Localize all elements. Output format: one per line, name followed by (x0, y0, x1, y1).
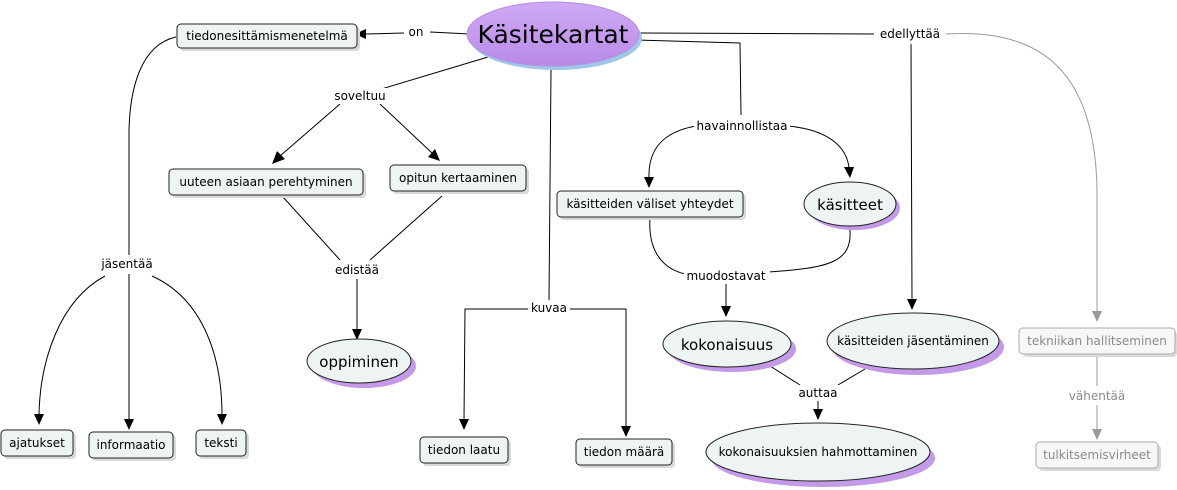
concept-tiedonesittamismenetelma[interactable]: tiedonesittämismenetelmä (176, 23, 360, 51)
line-havainnollistaa-to-kasitteet (787, 125, 850, 169)
line-opitun-to-edistaa (369, 195, 443, 261)
concept-label: oppiminen (319, 353, 398, 371)
arrowhead-icon (34, 414, 44, 425)
concept-tulkitsemisvirheet[interactable]: tulkitsemisvirheet (1035, 441, 1161, 471)
concept-label: informaatio (96, 438, 165, 452)
concept-label: uuteen asiaan perehtyminen (179, 175, 352, 189)
connections (34, 29, 1102, 440)
concept-kasitteet[interactable]: käsitteet (803, 181, 900, 230)
line-uuteen-to-edistaa (282, 196, 341, 261)
concept-tekniikan-hallitseminen[interactable]: tekniikan hallitseminen (1018, 327, 1177, 357)
link-labels: on soveltuu jäsentää edistää kuvaa havai… (94, 24, 1130, 404)
arrowhead-icon (721, 306, 731, 317)
line-kuvaa-to-tiedon-maara (570, 308, 627, 427)
link-label-jasentaa: jäsentää (100, 257, 152, 271)
concept-tiedon-laatu[interactable]: tiedon laatu (419, 436, 511, 466)
concept-kasitteiden-valiset-yhteydet[interactable]: käsitteiden väliset yhteydet (556, 190, 746, 220)
arrowhead-icon (124, 419, 134, 430)
concept-uuteen-asiaan-perehtyminen[interactable]: uuteen asiaan perehtyminen (168, 168, 366, 198)
arrowhead-icon (813, 409, 823, 420)
arrowhead-icon (844, 167, 854, 178)
link-label-kuvaa: kuvaa (531, 301, 567, 315)
arrowhead-icon (907, 299, 917, 310)
concept-label: kokonaisuuksien hahmottaminen (719, 445, 918, 459)
concept-label: tekniikan hallitseminen (1027, 334, 1167, 348)
arrowhead-icon (1092, 311, 1102, 322)
concept-opitun-kertaaminen[interactable]: opitun kertaaminen (389, 164, 529, 194)
line-main-to-edellyttaa (639, 32, 876, 35)
concept-label: teksti (204, 436, 237, 450)
arrowhead-icon (355, 29, 366, 39)
concept-label: käsitteet (817, 196, 883, 214)
line-havainnollistaa-to-valiset (648, 125, 697, 179)
link-label-edistaa: edistää (335, 263, 379, 277)
arrowhead-icon (459, 419, 469, 430)
concept-informaatio[interactable]: informaatio (88, 431, 176, 461)
concept-kasitekartat[interactable]: Käsitekartat (466, 1, 642, 70)
link-label-vahentaa: vähentää (1069, 389, 1125, 403)
link-label-edellyttaa: edellyttää (880, 27, 940, 41)
line-main-to-on (429, 31, 471, 35)
concept-ajatukset[interactable]: ajatukset (0, 429, 76, 459)
line-main-to-soveltuu (377, 56, 489, 91)
line-main-to-havainnollistaa (635, 39, 742, 116)
line-kasitteet-to-muodostavat (767, 229, 851, 273)
concept-label: tulkitsemisvirheet (1043, 448, 1151, 462)
concept-label: Käsitekartat (478, 20, 629, 49)
line-edellyttaa-to-jasentaminen (910, 43, 913, 301)
line-jasentaa-to-ajatukset (38, 275, 106, 416)
concept-label: opitun kertaaminen (399, 171, 517, 185)
link-label-muodostavat: muodostavat (686, 269, 765, 283)
arrowhead-icon (621, 426, 631, 437)
concept-label: tiedonesittämismenetelmä (186, 29, 348, 43)
line-soveltuu-to-uuteen (279, 103, 341, 157)
concept-kokonaisuus[interactable]: kokonaisuus (662, 320, 796, 372)
concept-label: käsitteiden jäsentäminen (837, 334, 989, 348)
arrowhead-icon (352, 329, 362, 340)
link-label-havainnollistaa: havainnollistaa (697, 119, 788, 133)
concept-label: tiedon laatu (428, 443, 500, 457)
link-label-on: on (409, 25, 424, 39)
concept-label: ajatukset (9, 436, 65, 450)
line-on-to-tiedonesittamismenetelma (364, 32, 405, 35)
arrowhead-icon (272, 151, 285, 164)
concept-kasitteiden-jasentaminen[interactable]: käsitteiden jäsentäminen (826, 312, 1004, 375)
concept-oppiminen[interactable]: oppiminen (306, 338, 416, 388)
line-edellyttaa-to-tekniikan (945, 32, 1098, 312)
line-jasentaminen-to-auttaa (837, 368, 866, 386)
concept-tiedon-maara[interactable]: tiedon määrä (575, 438, 675, 468)
arrowhead-icon (217, 414, 227, 425)
concept-teksti[interactable]: teksti (195, 429, 249, 459)
line-main-to-kuvaa (548, 69, 552, 301)
concept-label: tiedon määrä (584, 445, 664, 459)
line-kuvaa-to-tiedon-laatu (463, 308, 528, 421)
link-label-auttaa: auttaa (798, 386, 837, 400)
concept-kokonaisuuksien-hahmottaminen[interactable]: kokonaisuuksien hahmottaminen (705, 422, 935, 487)
link-label-soveltuu: soveltuu (334, 89, 385, 103)
line-soveltuu-to-opitun (379, 103, 433, 154)
concept-label: kokonaisuus (681, 336, 773, 354)
line-kokonaisuus-to-auttaa (769, 365, 801, 386)
line-tiedonesittamismenetelma-to-jasentaa (128, 36, 177, 255)
arrowhead-icon (1092, 429, 1102, 440)
line-jasentaa-to-teksti (151, 275, 223, 416)
arrowhead-icon (644, 177, 654, 188)
line-valiset-to-muodostavat (649, 217, 686, 275)
concept-label: käsitteiden väliset yhteydet (566, 197, 733, 211)
arrowhead-icon (428, 149, 440, 161)
